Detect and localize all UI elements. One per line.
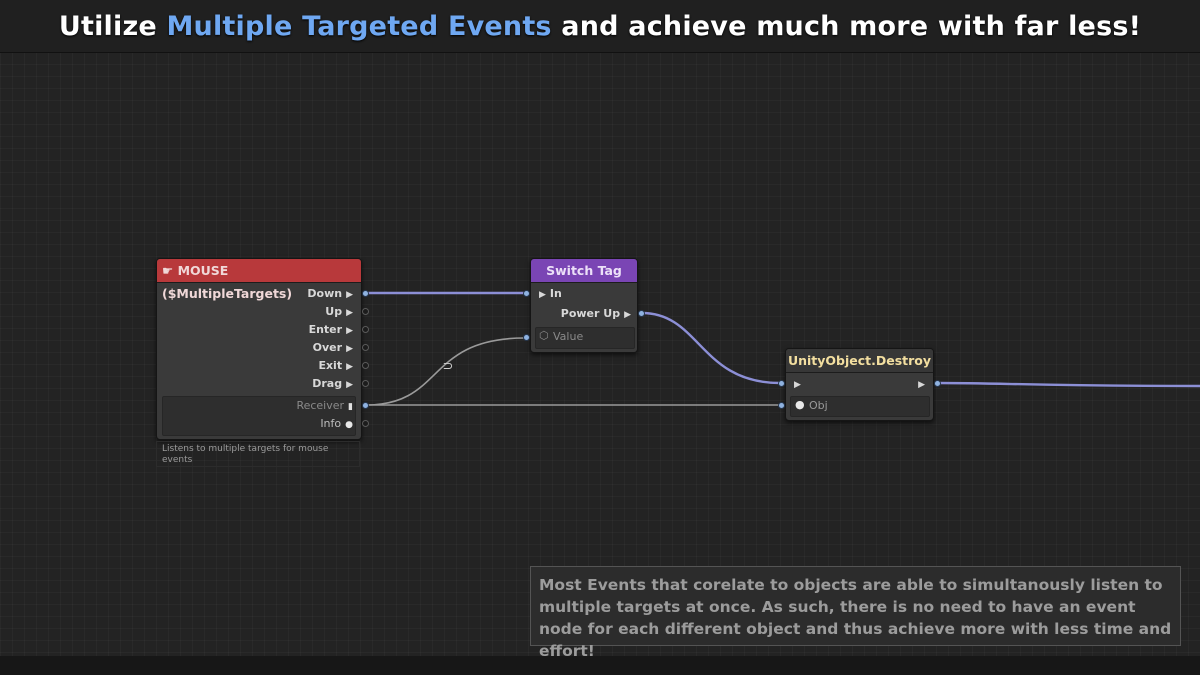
mouse-node-header[interactable]: ☛ MOUSE ($MultipleTargets) bbox=[157, 259, 361, 301]
destroy-node[interactable]: UnityObject.Destroy ▶ ▶ ● Obj bbox=[785, 348, 934, 421]
port-power-up[interactable] bbox=[638, 310, 645, 317]
flow-arrow-icon: ▶ bbox=[539, 290, 546, 300]
output-power-up[interactable]: Power Up▶ bbox=[560, 307, 631, 320]
port-receiver[interactable] bbox=[362, 402, 369, 409]
port-enter[interactable] bbox=[362, 326, 369, 333]
port-in[interactable] bbox=[523, 290, 530, 297]
flow-arrow-icon: ▶ bbox=[794, 380, 801, 390]
flow-arrow-icon: ▶ bbox=[624, 310, 631, 320]
flow-arrow-icon: ▶ bbox=[346, 344, 353, 354]
header-banner: Utilize Multiple Targeted Events and ach… bbox=[0, 0, 1200, 53]
destroy-node-title[interactable]: UnityObject.Destroy bbox=[786, 349, 933, 373]
output-info[interactable]: Info● bbox=[320, 417, 353, 430]
output-exit[interactable]: Exit▶ bbox=[318, 359, 353, 372]
hand-pointer-icon: ☛ bbox=[162, 263, 174, 278]
relay-loop-icon[interactable]: ⊃ bbox=[442, 359, 454, 374]
document-icon: ▮ bbox=[348, 402, 353, 412]
output-down[interactable]: Down▶ bbox=[307, 287, 353, 300]
port-info[interactable] bbox=[362, 420, 369, 427]
page-title: Utilize Multiple Targeted Events and ach… bbox=[58, 10, 1142, 42]
value-field[interactable]: ⬡ Value bbox=[535, 327, 635, 349]
port-destroy-in[interactable] bbox=[778, 380, 785, 387]
output-up[interactable]: Up▶ bbox=[325, 305, 353, 318]
title-highlight: Multiple Targeted Events bbox=[166, 10, 552, 42]
circle-icon: ● bbox=[345, 420, 353, 430]
destroy-flow-out[interactable]: ▶ bbox=[914, 375, 925, 393]
input-in[interactable]: ▶In bbox=[539, 287, 562, 300]
port-exit[interactable] bbox=[362, 362, 369, 369]
mouse-node-description: Listens to multiple targets for mouse ev… bbox=[156, 441, 360, 467]
port-down[interactable] bbox=[362, 290, 369, 297]
obj-label: Obj bbox=[809, 399, 828, 412]
mouse-node-title: MOUSE ($MultipleTargets) bbox=[162, 263, 293, 301]
port-value[interactable] bbox=[523, 334, 530, 341]
obj-field[interactable]: ● Obj bbox=[790, 396, 930, 417]
mouse-event-node[interactable]: ☛ MOUSE ($MultipleTargets) Down▶ Up▶ Ent… bbox=[156, 258, 362, 440]
flow-arrow-icon: ▶ bbox=[346, 290, 353, 300]
graph-canvas[interactable] bbox=[0, 52, 1200, 656]
output-receiver[interactable]: Receiver▮ bbox=[296, 399, 353, 412]
output-drag[interactable]: Drag▶ bbox=[312, 377, 353, 390]
port-drag[interactable] bbox=[362, 380, 369, 387]
port-up[interactable] bbox=[362, 308, 369, 315]
output-over[interactable]: Over▶ bbox=[312, 341, 353, 354]
flow-arrow-icon: ▶ bbox=[346, 380, 353, 390]
value-label: Value bbox=[553, 330, 584, 343]
flow-arrow-icon: ▶ bbox=[346, 326, 353, 336]
port-destroy-out[interactable] bbox=[934, 380, 941, 387]
flow-arrow-icon: ▶ bbox=[346, 362, 353, 372]
footer-bar bbox=[0, 656, 1200, 675]
circle-icon: ● bbox=[795, 398, 805, 411]
port-over[interactable] bbox=[362, 344, 369, 351]
cube-icon: ⬡ bbox=[539, 329, 549, 342]
port-obj[interactable] bbox=[778, 402, 785, 409]
destroy-flow-in[interactable]: ▶ bbox=[794, 375, 801, 393]
switch-tag-node[interactable]: Switch Tag ▶In Power Up▶ ⬡ Value bbox=[530, 258, 638, 353]
output-enter[interactable]: Enter▶ bbox=[308, 323, 353, 336]
flow-arrow-icon: ▶ bbox=[346, 308, 353, 318]
switch-node-title[interactable]: Switch Tag bbox=[531, 259, 637, 283]
info-comment-box: Most Events that corelate to objects are… bbox=[530, 566, 1181, 660]
flow-arrow-icon: ▶ bbox=[918, 380, 925, 390]
mouse-output-values bbox=[162, 396, 356, 436]
